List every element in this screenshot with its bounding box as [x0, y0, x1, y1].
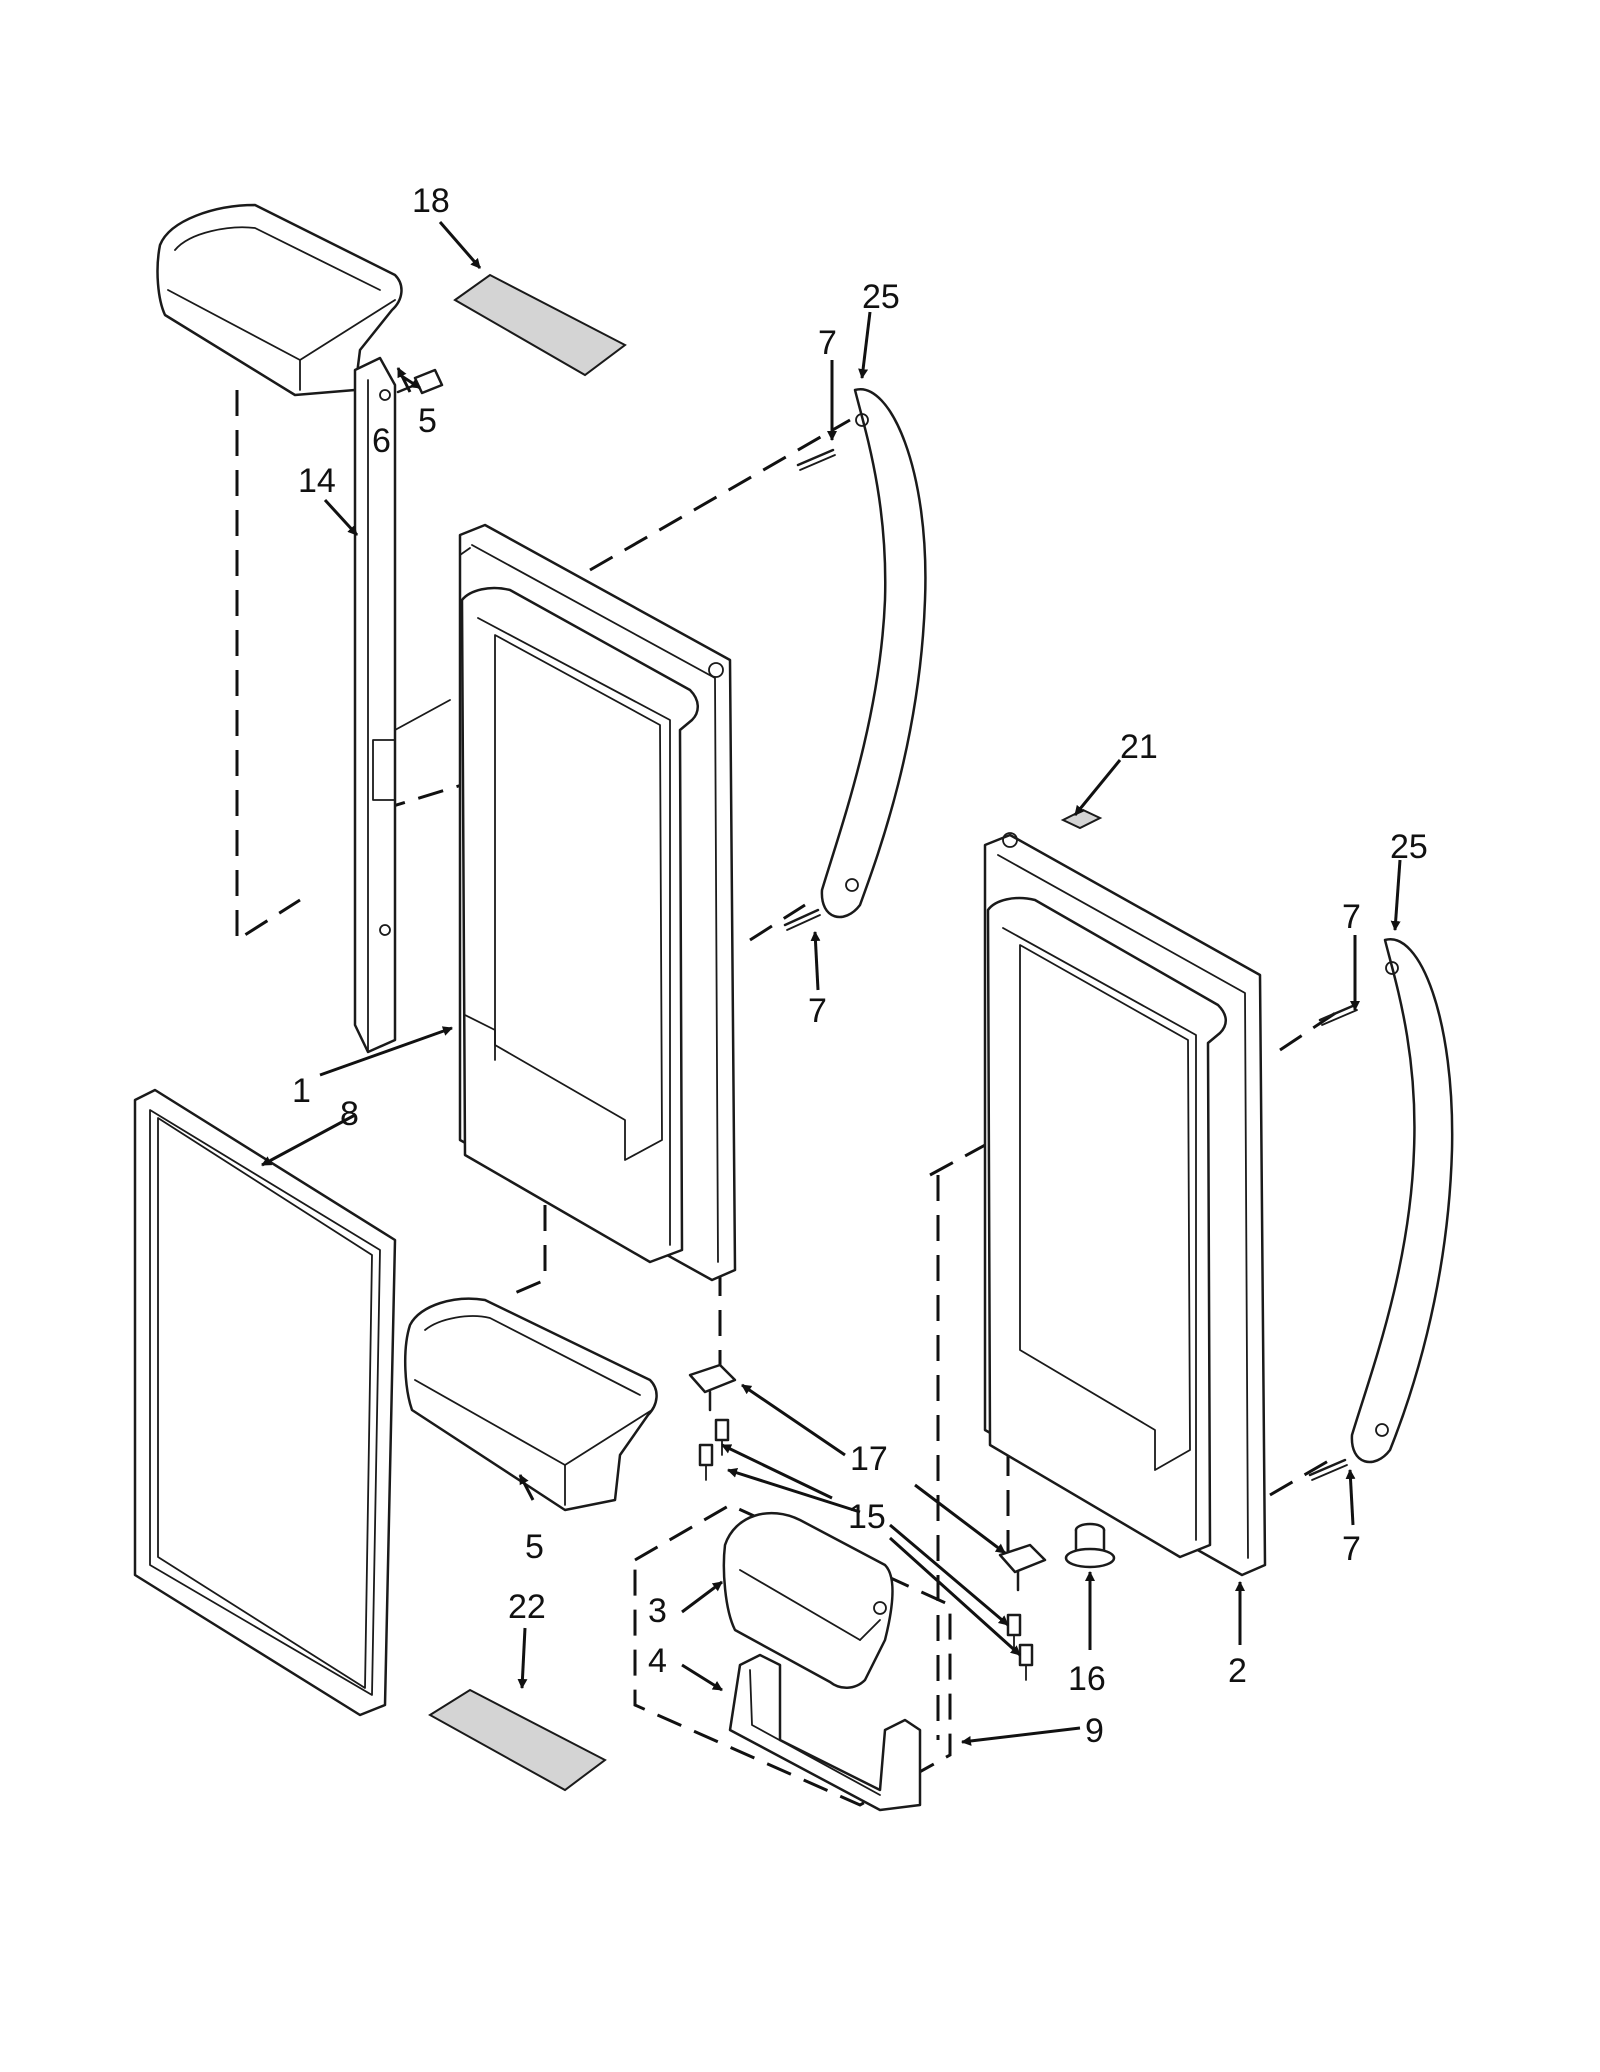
callout-18: 18 [412, 182, 450, 220]
cover-18 [453, 273, 627, 377]
callout-3: 3 [648, 1592, 667, 1630]
handle-lower [1350, 938, 1454, 1464]
hinge-17-right [998, 1543, 1047, 1592]
callout-21: 21 [1120, 728, 1158, 766]
callout-25-lower: 25 [1390, 828, 1428, 866]
dispenser-tray-4 [728, 1653, 922, 1812]
callout-7-lower: 7 [1342, 1530, 1361, 1568]
callout-7-upper: 7 [818, 324, 837, 362]
callout-8: 8 [340, 1095, 359, 1133]
screw-7-upper-b [783, 908, 821, 931]
door-channel-14 [353, 356, 451, 1054]
screw-15-b [698, 1443, 714, 1481]
callout-17: 17 [850, 1440, 888, 1478]
door-right [983, 832, 1267, 1577]
callout-9: 9 [1085, 1712, 1104, 1750]
callout-1: 1 [292, 1072, 311, 1110]
callout-25-upper: 25 [862, 278, 900, 316]
door-bin-upper [156, 203, 403, 397]
callout-7-middle: 7 [808, 992, 827, 1030]
tag-21 [1060, 808, 1103, 830]
callout-16: 16 [1068, 1660, 1106, 1698]
callout-14: 14 [298, 462, 336, 500]
door-gasket [133, 1088, 397, 1717]
handle-upper [820, 388, 927, 919]
callout-6: 6 [372, 422, 391, 460]
dispenser-cover-3 [722, 1511, 894, 1689]
callout-labels: 18 5 25 7 6 14 7 21 25 7 1 8 17 15 5 22 … [292, 182, 1428, 1750]
screw-7-upper-a [796, 448, 836, 471]
door-left [458, 523, 737, 1282]
callout-5-upper: 5 [418, 402, 437, 440]
door-bin-lower [403, 1297, 658, 1512]
callout-5-lower: 5 [525, 1528, 544, 1566]
screw-15-d [1018, 1643, 1034, 1681]
callout-4: 4 [648, 1642, 667, 1680]
screw-15-a [714, 1418, 730, 1456]
callout-7-right: 7 [1342, 898, 1361, 936]
leader-arrows [261, 221, 1402, 1746]
callout-22: 22 [508, 1588, 546, 1626]
screw-7-lower-b [1308, 1458, 1348, 1481]
callout-15: 15 [848, 1498, 886, 1536]
hinge-17-left [688, 1363, 737, 1412]
callout-2: 2 [1228, 1652, 1247, 1690]
hinge-pin-16 [1064, 1522, 1116, 1569]
cover-22 [428, 1688, 607, 1792]
screw-7-lower-a [1318, 1003, 1358, 1026]
